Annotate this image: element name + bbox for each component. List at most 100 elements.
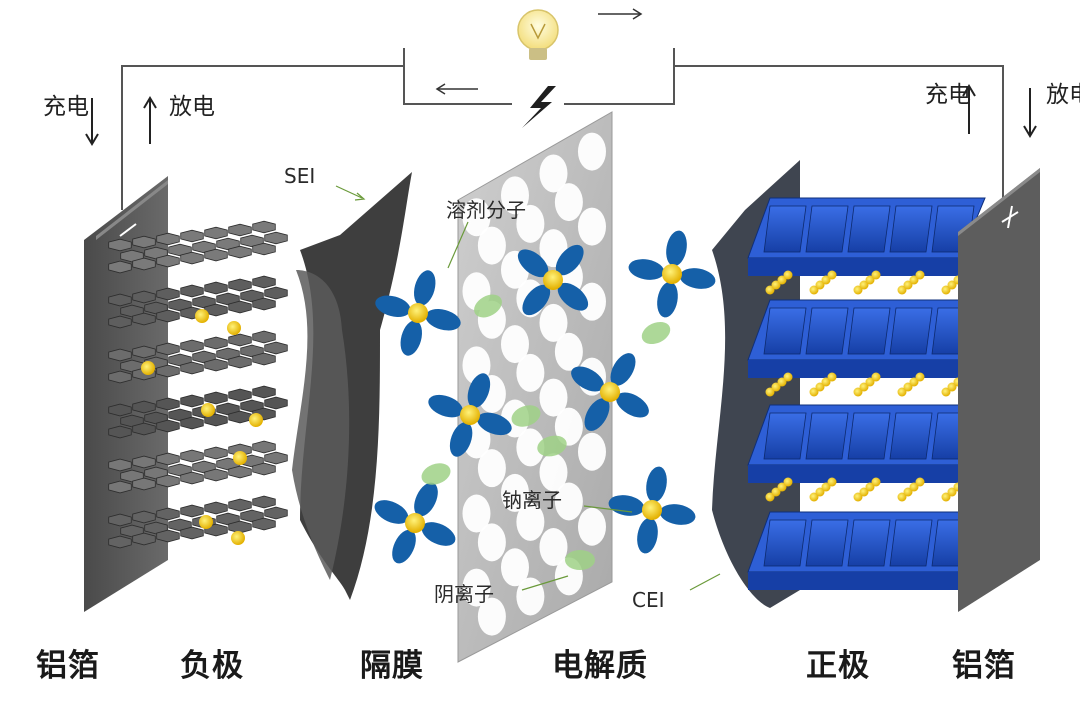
separator-pore <box>539 528 568 567</box>
graphite-hexagon <box>144 466 168 480</box>
graphite-hexagon <box>156 474 180 488</box>
graphite-sheet <box>108 385 288 439</box>
graphite-hexagon <box>132 422 156 436</box>
separator-pore <box>477 523 506 562</box>
graphite-hexagon <box>168 408 192 422</box>
graphite-hexagon <box>108 315 132 329</box>
graphite-hexagon <box>204 446 228 460</box>
separator-pore <box>539 378 568 417</box>
solvated-sodium-ion <box>375 270 461 356</box>
graphite-hexagon <box>192 460 216 474</box>
cathode-sodium-dot <box>777 482 787 492</box>
anion <box>511 405 541 427</box>
charge-arrow-right-icon <box>962 84 976 134</box>
graphite-hexagon <box>240 234 264 248</box>
cathode-cell <box>763 307 807 355</box>
solvent-molecule <box>616 392 649 418</box>
callout-lines <box>335 185 721 591</box>
graphite-hexagon <box>180 394 204 408</box>
cathode-sodium-dot <box>871 270 881 280</box>
cathode-sodium-dot <box>771 382 781 392</box>
cathode-sodium-dot <box>897 285 907 295</box>
left-charge-label: 充电 <box>43 94 89 120</box>
sei-layer <box>292 172 412 600</box>
cathode-slab <box>747 511 986 590</box>
graphite-hexagon <box>240 399 264 413</box>
graphite-hexagon <box>156 309 180 323</box>
cathode-layers <box>747 197 986 590</box>
cathode-sodium-dot <box>771 280 781 290</box>
separator-pore <box>477 597 506 636</box>
cathode-sodium-dot <box>859 280 869 290</box>
graphite-hexagon <box>204 226 228 240</box>
cathode-sodium-dot <box>947 382 957 392</box>
lightning-bolt-icon <box>512 86 564 128</box>
solvated-sodium-ion <box>517 244 589 316</box>
graphite-hexagon <box>252 517 276 531</box>
discharge-arrow-right-icon <box>1023 88 1037 138</box>
graphite-sheet <box>108 440 288 494</box>
separator-pore <box>577 507 606 546</box>
graphite-hexagon <box>264 341 288 355</box>
arrow-left-icon <box>435 83 478 95</box>
graphite-hexagon <box>180 526 204 540</box>
intercalated-sodium-dot <box>141 361 155 375</box>
graphite-hexagon <box>108 458 132 472</box>
cathode-sodium-dot <box>871 372 881 382</box>
graphite-hexagon <box>228 300 252 314</box>
cathode-sodium-dot <box>765 492 775 502</box>
right-discharge-label: 放电 <box>1046 82 1080 108</box>
cathode-cell <box>889 307 933 355</box>
graphite-hexagon <box>132 455 156 469</box>
solvent-molecule <box>421 522 456 546</box>
solvent-molecule <box>428 394 463 418</box>
graphite-hexagon <box>132 235 156 249</box>
graphite-hexagon <box>120 524 144 538</box>
graphite-sheet <box>108 220 288 274</box>
graphite-hexagon <box>240 344 264 358</box>
graphite-hexagon <box>264 451 288 465</box>
cathode-sodium-dot <box>909 275 919 285</box>
graphite-hexagon <box>216 292 240 306</box>
graphite-hexagon <box>180 251 204 265</box>
solvent-molecule <box>679 268 716 289</box>
right-aluminum-foil <box>958 168 1040 612</box>
cathode-sodium-dot <box>859 487 869 497</box>
graphite-hexagon <box>204 336 228 350</box>
graphite-hexagon <box>264 396 288 410</box>
cathode-sodium-dot <box>821 275 831 285</box>
cathode-sodium-dot <box>941 387 951 397</box>
cathode-sodium-dot <box>815 382 825 392</box>
intercalated-sodium-dot <box>231 531 245 545</box>
solvated-sodium-ion <box>571 353 649 431</box>
sodium-ion <box>405 513 425 533</box>
graphite-hexagon <box>108 238 132 252</box>
cathode-sodium-dot <box>783 270 793 280</box>
separator-pore <box>516 502 545 541</box>
separator-pore <box>516 353 545 392</box>
cathode-sodium-dot <box>771 487 781 497</box>
graphite-hexagon <box>120 304 144 318</box>
cathode-sodium-dot <box>777 377 787 387</box>
sodium-ion-callout: 钠离子 <box>502 488 562 512</box>
solvent-molecule <box>666 230 687 267</box>
separator-pore <box>500 473 529 512</box>
graphite-hexagon <box>252 495 276 509</box>
graphite-hexagon <box>240 289 264 303</box>
cathode-sodium-dot <box>903 280 913 290</box>
anion <box>474 294 502 318</box>
sei-callout: SEI <box>284 164 316 188</box>
graphite-sheet <box>108 275 288 329</box>
separator-pore <box>500 176 529 215</box>
graphite-hexagon <box>156 364 180 378</box>
graphite-hexagon <box>108 425 132 439</box>
separator-pore <box>516 204 545 243</box>
separator-pore <box>462 198 491 237</box>
graphite-hexagon <box>216 237 240 251</box>
cathode-slab-front <box>748 465 960 483</box>
cathode-slab <box>747 299 986 378</box>
cathode-sodium-dot <box>815 487 825 497</box>
graphite-hexagon <box>252 352 276 366</box>
solvent-molecule <box>557 282 589 311</box>
